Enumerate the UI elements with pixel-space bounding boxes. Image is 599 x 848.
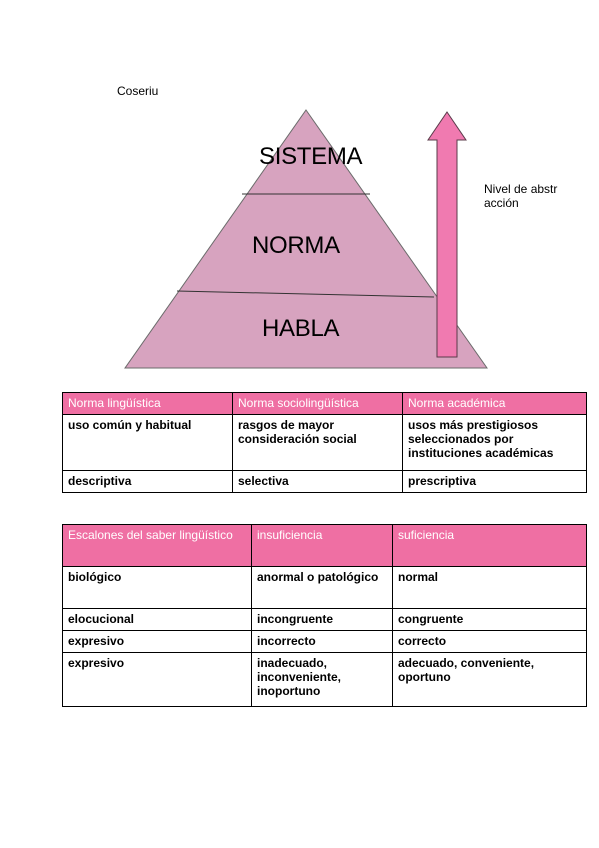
table-cell: anormal o patológico xyxy=(251,566,393,609)
table-row: expresivo incorrecto correcto xyxy=(62,630,587,653)
header-cell: Norma académica xyxy=(402,392,587,415)
table-cell: selectiva xyxy=(232,470,403,493)
table-cell: descriptiva xyxy=(62,470,233,493)
header-cell: insuficiencia xyxy=(251,524,393,567)
table-cell: correcto xyxy=(392,630,587,653)
abstraction-arrow xyxy=(427,111,467,358)
table-row: expresivo inadecuado, inconveniente, ino… xyxy=(62,652,587,707)
table-cell: adecuado, conveniente, oportuno xyxy=(392,652,587,707)
pyramid-level-norma: NORMA xyxy=(252,232,340,259)
table-cell: elocucional xyxy=(62,608,252,631)
table-row: descriptiva selectiva prescriptiva xyxy=(62,470,587,493)
table-header-row: Escalones del saber lingüístico insufici… xyxy=(62,524,587,567)
pyramid-level-habla: HABLA xyxy=(262,315,340,342)
table-cell: rasgos de mayor consideración social xyxy=(232,414,403,471)
table-cell: expresivo xyxy=(62,630,252,653)
header-cell: Norma lingüística xyxy=(62,392,233,415)
pyramid-divider-bottom xyxy=(176,290,435,298)
header-cell: suficiencia xyxy=(392,524,587,567)
norm-types-table: Norma lingüística Norma sociolingüística… xyxy=(62,392,587,493)
knowledge-levels-table: Escalones del saber lingüístico insufici… xyxy=(62,524,587,707)
table-cell: congruente xyxy=(392,608,587,631)
table-cell: expresivo xyxy=(62,652,252,707)
table-cell: inadecuado, inconveniente, inoportuno xyxy=(251,652,393,707)
table-header-row: Norma lingüística Norma sociolingüística… xyxy=(62,392,587,415)
table-cell: normal xyxy=(392,566,587,609)
table-cell: prescriptiva xyxy=(402,470,587,493)
abstraction-axis-label: Nivel de abstracción xyxy=(484,182,558,210)
table-cell: usos más prestigiosos seleccionados por … xyxy=(402,414,587,471)
header-cell: Escalones del saber lingüístico xyxy=(62,524,252,567)
header-cell: Norma sociolingüística xyxy=(232,392,403,415)
table-cell: uso común y habitual xyxy=(62,414,233,471)
table-cell: incongruente xyxy=(251,608,393,631)
table-row: uso común y habitual rasgos de mayor con… xyxy=(62,414,587,471)
pyramid-shape xyxy=(124,109,488,369)
author-label: Coseriu xyxy=(117,84,159,98)
table-cell: biológico xyxy=(62,566,252,609)
pyramid-level-sistema: SISTEMA xyxy=(259,143,363,170)
table-cell: incorrecto xyxy=(251,630,393,653)
table-row: biológico anormal o patológico normal xyxy=(62,566,587,609)
pyramid-diagram xyxy=(124,109,488,369)
table-row: elocucional incongruente congruente xyxy=(62,608,587,631)
